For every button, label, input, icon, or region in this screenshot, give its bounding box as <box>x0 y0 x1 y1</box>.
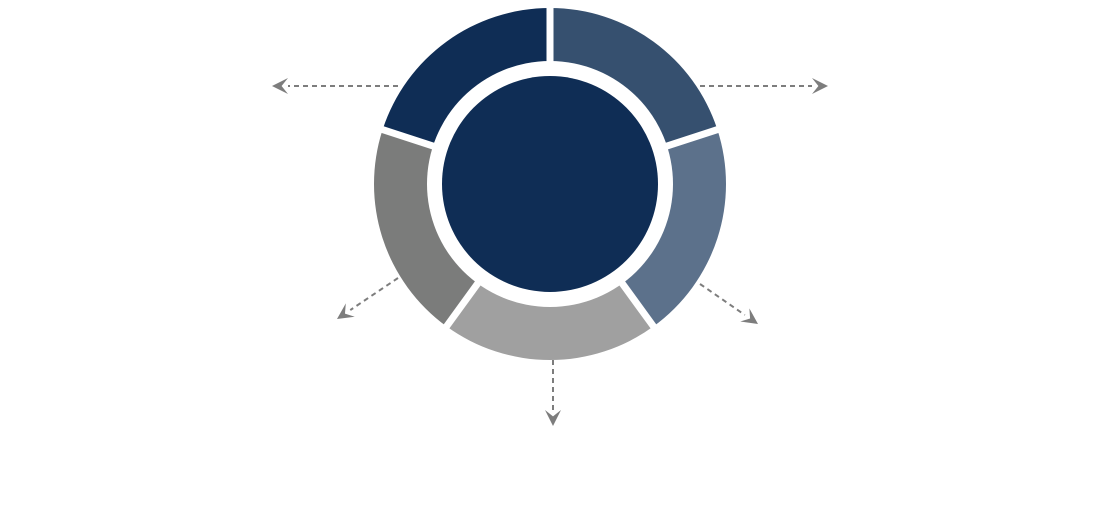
arrow-head <box>337 303 355 319</box>
arrow-bottom <box>545 360 561 426</box>
arrow-lower-left <box>337 277 399 319</box>
ring-segment-right <box>621 129 726 327</box>
hub-layer <box>427 61 673 307</box>
arrow-shaft <box>349 277 399 311</box>
segment-divider <box>661 125 723 151</box>
arrow-shaft <box>699 283 746 316</box>
arrow-upper-left <box>272 78 398 94</box>
ring-segment-top-left <box>382 8 550 147</box>
segment-divider <box>377 125 439 151</box>
arrows-layer <box>272 78 828 426</box>
ring-segment-left <box>374 129 479 327</box>
ring-segment-bottom <box>446 282 654 360</box>
arrow-head <box>272 78 288 94</box>
ring-segment-top-right <box>550 8 718 147</box>
arrow-head <box>545 410 561 426</box>
center-hub <box>442 76 658 292</box>
arrow-head <box>812 78 828 94</box>
segment-divider <box>616 277 659 332</box>
ring-layer <box>374 4 726 360</box>
arrow-head <box>740 308 758 324</box>
arrow-upper-right <box>700 78 828 94</box>
segment-divider <box>441 277 484 332</box>
arrow-lower-right <box>699 283 758 324</box>
